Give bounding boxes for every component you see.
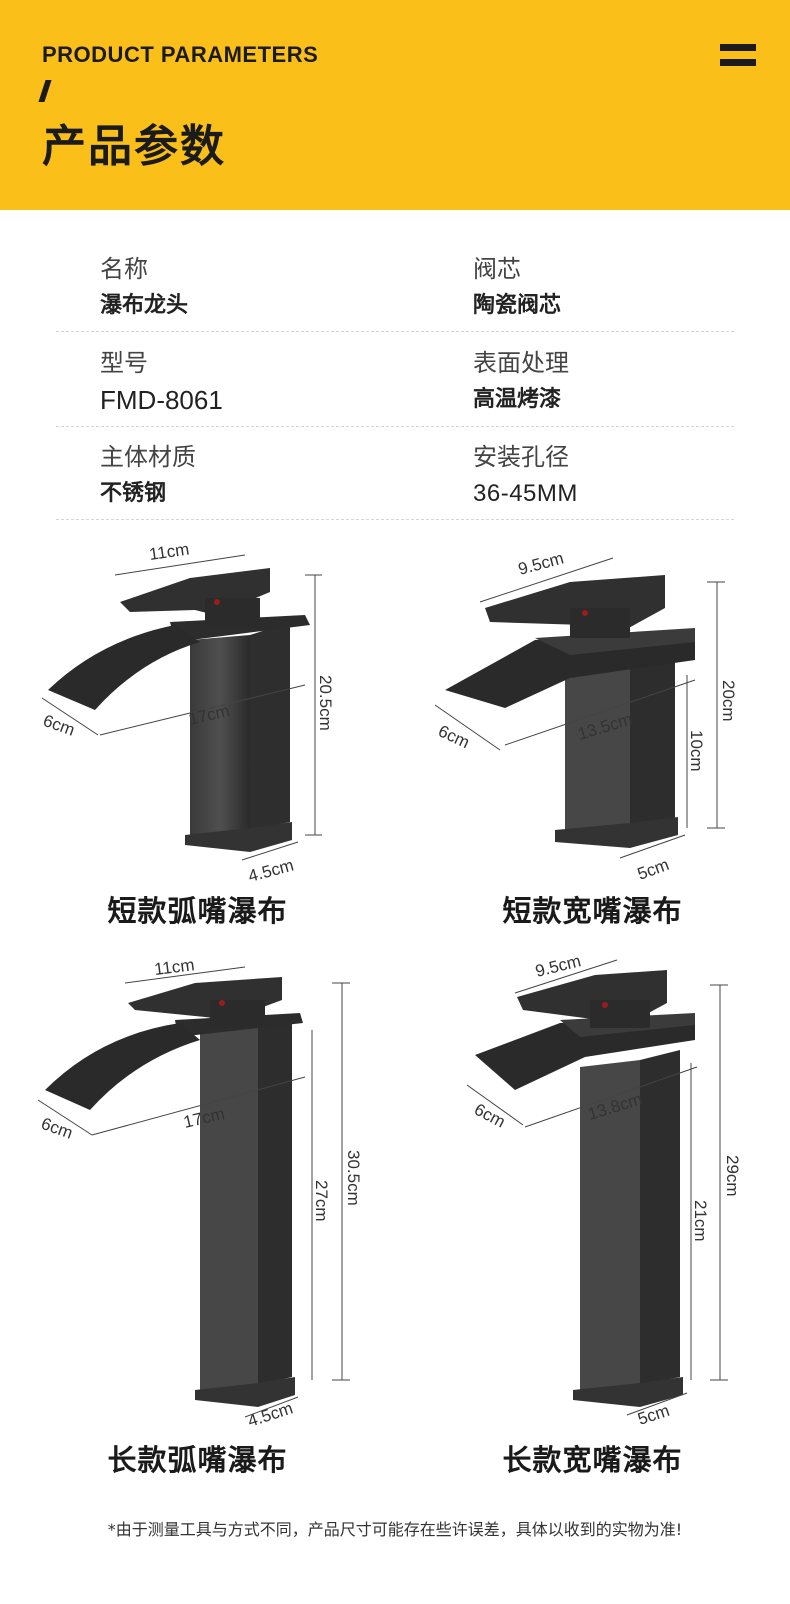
row-divider — [56, 331, 734, 332]
faucet-image: 11cm 30.5cm 27cm 17cm 6cm 4.5cm — [37, 955, 363, 1431]
param-finish: 表面处理 高温烤漆 — [473, 348, 773, 414]
param-hole-size: 安装孔径 36-45MM — [473, 442, 773, 508]
menu-icon[interactable] — [720, 44, 756, 68]
param-label: 表面处理 — [473, 349, 569, 377]
dim-label: 6cm — [39, 1114, 76, 1143]
param-value: 高温烤漆 — [473, 387, 562, 412]
dim-label: 9.5cm — [516, 549, 566, 579]
product-short-wide: 9.5cm 20cm 10cm 13.5cm 6cm 5cm 短款宽嘴瀑布 — [395, 530, 790, 940]
param-value: 36-45MM — [473, 480, 578, 507]
param-label: 阀芯 — [473, 255, 521, 283]
param-label: 名称 — [100, 255, 148, 283]
disclaimer-footnote: *由于测量工具与方式不同，产品尺寸可能存在些许误差，具体以收到的实物为准! — [107, 1520, 683, 1539]
dim-label: 6cm — [471, 1100, 508, 1132]
row-divider — [56, 426, 734, 427]
product-caption: 长款弧嘴瀑布 — [107, 1443, 288, 1477]
param-value: 不锈钢 — [100, 481, 167, 506]
faucet-image: 9.5cm 20cm 10cm 13.5cm 6cm 5cm — [434, 549, 738, 884]
dim-label: 9.5cm — [533, 951, 583, 981]
dim-label: 4.5cm — [246, 856, 296, 886]
param-label: 安装孔径 — [473, 443, 569, 471]
dim-label: 10cm — [687, 730, 706, 772]
param-label: 主体材质 — [100, 443, 196, 471]
dim-label: 21cm — [691, 1200, 710, 1242]
row-divider — [56, 519, 734, 520]
dim-label: 11cm — [148, 540, 191, 564]
header-eyebrow: PRODUCT PARAMETERS — [42, 42, 319, 67]
dim-label: 11cm — [153, 955, 195, 979]
dim-label: 6cm — [41, 711, 78, 740]
param-model: 型号 FMD-8061 — [100, 348, 400, 414]
product-short-curved: 11cm 20.5cm 17cm 6cm 4.5cm 短款弧嘴瀑布 — [0, 530, 395, 940]
dim-label: 5cm — [635, 855, 672, 884]
product-tall-curved: 11cm 30.5cm 27cm 17cm 6cm 4.5cm 长款弧嘴瀑布 — [0, 945, 395, 1495]
product-caption: 短款宽嘴瀑布 — [502, 894, 683, 928]
param-material: 主体材质 不锈钢 — [100, 442, 400, 508]
dim-label: 27cm — [312, 1180, 331, 1222]
param-value: FMD-8061 — [100, 385, 223, 415]
param-label: 型号 — [100, 349, 148, 377]
page-title: 产品参数 — [42, 121, 226, 172]
dim-label: 20.5cm — [316, 675, 335, 731]
faucet-image: 9.5cm 29cm 21cm 13.8cm 6cm 5cm — [466, 951, 742, 1429]
product-caption: 短款弧嘴瀑布 — [107, 894, 288, 928]
header-banner: PRODUCT PARAMETERS 产品参数 — [0, 0, 790, 210]
dim-label: 20cm — [719, 680, 738, 722]
dim-label: 29cm — [723, 1155, 742, 1197]
faucet-image: 11cm 20.5cm 17cm 6cm 4.5cm — [41, 540, 335, 886]
slash-decoration — [38, 80, 52, 102]
param-value: 瀑布龙头 — [100, 293, 189, 318]
param-value: 陶瓷阀芯 — [473, 293, 562, 318]
product-caption: 长款宽嘴瀑布 — [502, 1443, 683, 1477]
dim-label: 30.5cm — [344, 1150, 363, 1206]
param-valve: 阀芯 陶瓷阀芯 — [473, 254, 773, 320]
product-tall-wide: 9.5cm 29cm 21cm 13.8cm 6cm 5cm 长款宽嘴瀑布 — [395, 945, 790, 1495]
dim-label: 6cm — [435, 721, 472, 752]
param-name: 名称 瀑布龙头 — [100, 254, 400, 320]
